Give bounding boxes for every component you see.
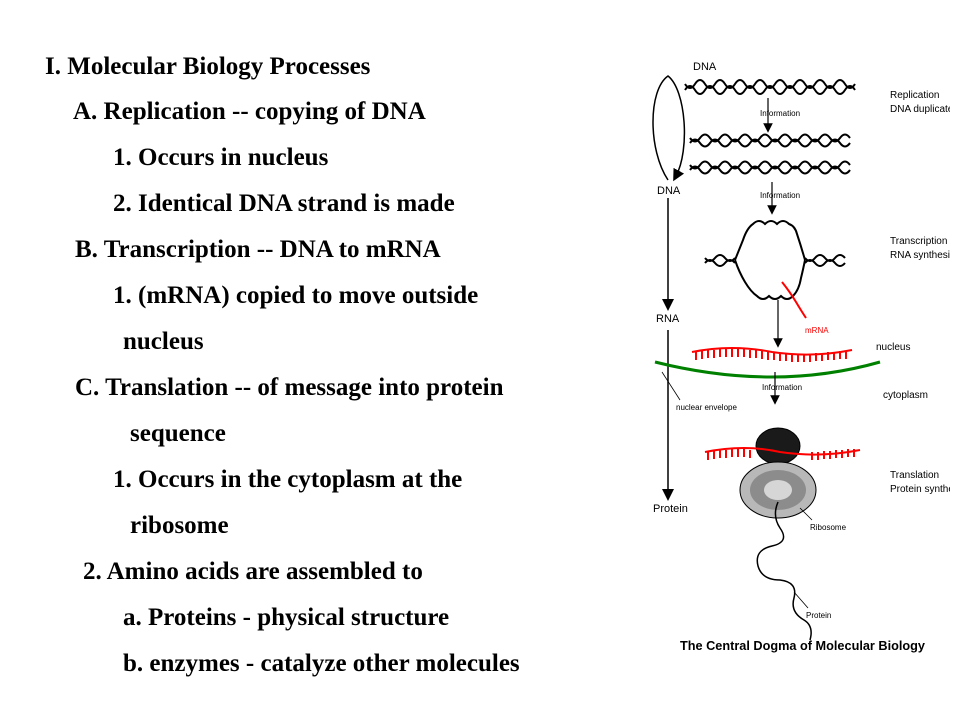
translation-subtitle: Protein synthesis	[890, 484, 950, 495]
replication-title: Replication	[890, 90, 939, 101]
transcription-subtitle: RNA synthesis	[890, 250, 950, 261]
mrna-strand	[781, 281, 807, 319]
outline-item-c-cont: sequence	[130, 420, 226, 447]
protein-label: Protein	[806, 611, 831, 620]
nuclear-envelope-label: nuclear envelope	[676, 403, 737, 412]
nucleus-label: nucleus	[876, 342, 910, 353]
outline-item-c2a: a. Proteins - physical structure	[123, 604, 450, 631]
outline-item-c: C. Translation -- of message into protei…	[75, 374, 504, 401]
nuclear-envelope	[654, 360, 881, 379]
ribosome-large-subunit	[755, 427, 801, 465]
translation-title: Translation	[890, 470, 939, 481]
polypeptide-chain	[756, 501, 812, 641]
outline-item-a1: 1. Occurs in nucleus	[113, 144, 329, 171]
outline-heading: I. Molecular Biology Processes	[45, 53, 371, 80]
nuclear-envelope-pointer	[661, 371, 681, 401]
daughter-dna-helix-1	[689, 133, 851, 148]
information-label-2: Information	[760, 191, 800, 200]
outline-item-c1: 1. Occurs in the cytoplasm at the	[113, 466, 463, 493]
information-label-1: Information	[760, 109, 800, 118]
information-label-3: Information	[762, 383, 802, 392]
replication-subtitle: DNA duplicates	[890, 104, 950, 115]
outline-item-c1-cont: ribosome	[130, 512, 229, 539]
outline-item-b1: 1. (mRNA) copied to move outside	[113, 282, 479, 309]
central-dogma-diagram: DNA DNA RNA Protein Information Replicat…	[652, 61, 950, 653]
figure-caption: The Central Dogma of Molecular Biology	[680, 638, 926, 653]
cycle-label-protein: Protein	[653, 503, 688, 515]
protein-pointer	[793, 591, 809, 609]
outline-item-a2: 2. Identical DNA strand is made	[113, 190, 455, 217]
daughter-dna-helix-2	[689, 160, 851, 175]
ribosome-pointer	[799, 507, 813, 521]
mrna-label: mRNA	[805, 326, 829, 335]
transcription-bubble	[704, 220, 846, 300]
outline-item-c2b: b. enzymes - catalyze other molecules	[123, 650, 520, 677]
cycle-label-dna: DNA	[657, 185, 681, 197]
cytoplasm-label: cytoplasm	[883, 390, 928, 401]
mrna-on-ribosome	[704, 447, 861, 460]
parent-dna-helix	[684, 79, 856, 95]
cycle-label-dna-top: DNA	[693, 61, 717, 73]
transcription-title: Transcription	[890, 236, 947, 247]
outline-item-b1-cont: nucleus	[123, 328, 204, 355]
outline-item-b: B. Transcription -- DNA to mRNA	[75, 236, 441, 263]
cycle-label-rna: RNA	[656, 313, 680, 325]
ribosome-label: Ribosome	[810, 523, 847, 532]
mrna-in-nucleus	[691, 347, 853, 362]
outline-item-c2: 2. Amino acids are assembled to	[83, 558, 423, 585]
ribosome-highlight	[764, 480, 792, 500]
outline-item-a: A. Replication -- copying of DNA	[73, 98, 426, 125]
dna-self-replication-loop	[652, 75, 686, 182]
